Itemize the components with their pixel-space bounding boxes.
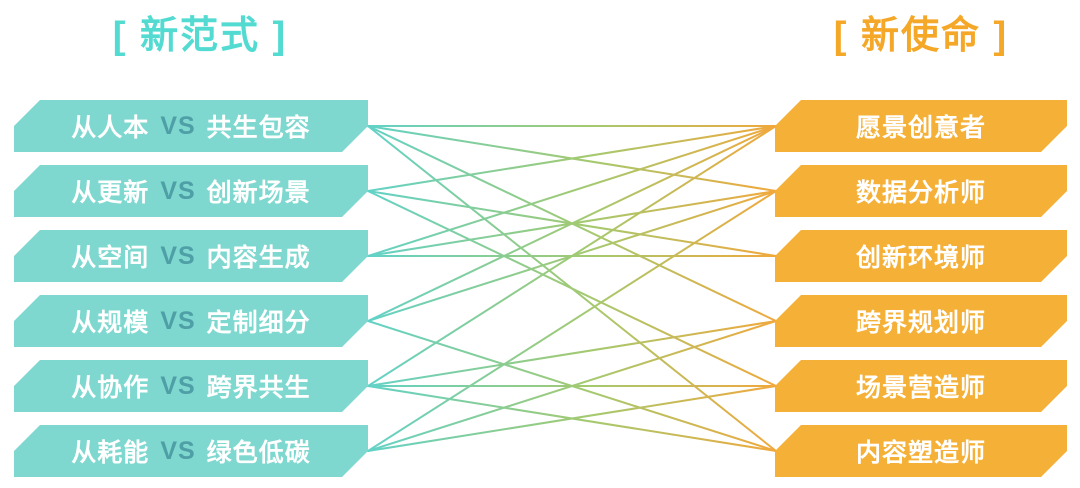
connection-line — [367, 190, 777, 387]
paradigm-box-2: 从更新 VS 创新场景 — [14, 165, 368, 217]
connection-line — [367, 190, 777, 452]
paradigm-box-1: 从人本 VS 共生包容 — [14, 100, 368, 152]
mission-box-1: 愿景创意者 — [775, 100, 1067, 152]
connection-line — [367, 320, 777, 387]
vs-label: VS — [160, 436, 196, 465]
connection-line — [367, 125, 777, 257]
connection-line — [367, 125, 777, 322]
paradigm-pre: 从空间 — [71, 244, 150, 272]
right-column-title: [ 新使命 ] — [833, 14, 1009, 57]
left-column-title: [ 新范式 ] — [112, 14, 288, 57]
vs-label: VS — [160, 306, 196, 335]
mission-box-2: 数据分析师 — [775, 165, 1067, 217]
mission-label: 场景营造师 — [855, 374, 986, 402]
connection-line — [367, 125, 777, 192]
mission-label: 愿景创意者 — [855, 114, 986, 142]
paradigm-pre: 从耗能 — [71, 439, 150, 467]
paradigm-post: 跨界共生 — [206, 374, 311, 402]
paradigm-post: 绿色低碳 — [206, 439, 311, 467]
mission-label: 跨界规划师 — [855, 309, 986, 337]
connection-line — [367, 125, 777, 387]
mission-label: 创新环境师 — [855, 244, 986, 272]
paradigm-pre: 从协作 — [71, 374, 150, 402]
paradigm-post: 定制细分 — [206, 309, 311, 337]
paradigm-post: 创新场景 — [206, 179, 311, 207]
paradigm-box-5: 从协作 VS 跨界共生 — [14, 360, 368, 412]
paradigm-box-6: 从耗能 VS 绿色低碳 — [14, 425, 368, 477]
connection-line — [367, 320, 777, 452]
mission-box-3: 创新环境师 — [775, 230, 1067, 282]
vs-label: VS — [160, 111, 196, 140]
vs-label: VS — [160, 241, 196, 270]
paradigm-pre: 从规模 — [71, 309, 150, 337]
paradigm-post: 共生包容 — [206, 114, 311, 142]
paradigm-pre: 从更新 — [71, 179, 150, 207]
paradigm-box-4: 从规模 VS 定制细分 — [14, 295, 368, 347]
mission-label: 数据分析师 — [855, 179, 986, 207]
mission-label: 内容塑造师 — [855, 439, 986, 467]
mission-box-6: 内容塑造师 — [775, 425, 1067, 477]
vs-label: VS — [160, 371, 196, 400]
mission-box-4: 跨界规划师 — [775, 295, 1067, 347]
paradigm-pre: 从人本 — [71, 114, 150, 142]
paradigm-box-3: 从空间 VS 内容生成 — [14, 230, 368, 282]
mission-box-5: 场景营造师 — [775, 360, 1067, 412]
connection-line — [367, 385, 777, 452]
vs-label: VS — [160, 176, 196, 205]
paradigm-post: 内容生成 — [206, 244, 311, 272]
